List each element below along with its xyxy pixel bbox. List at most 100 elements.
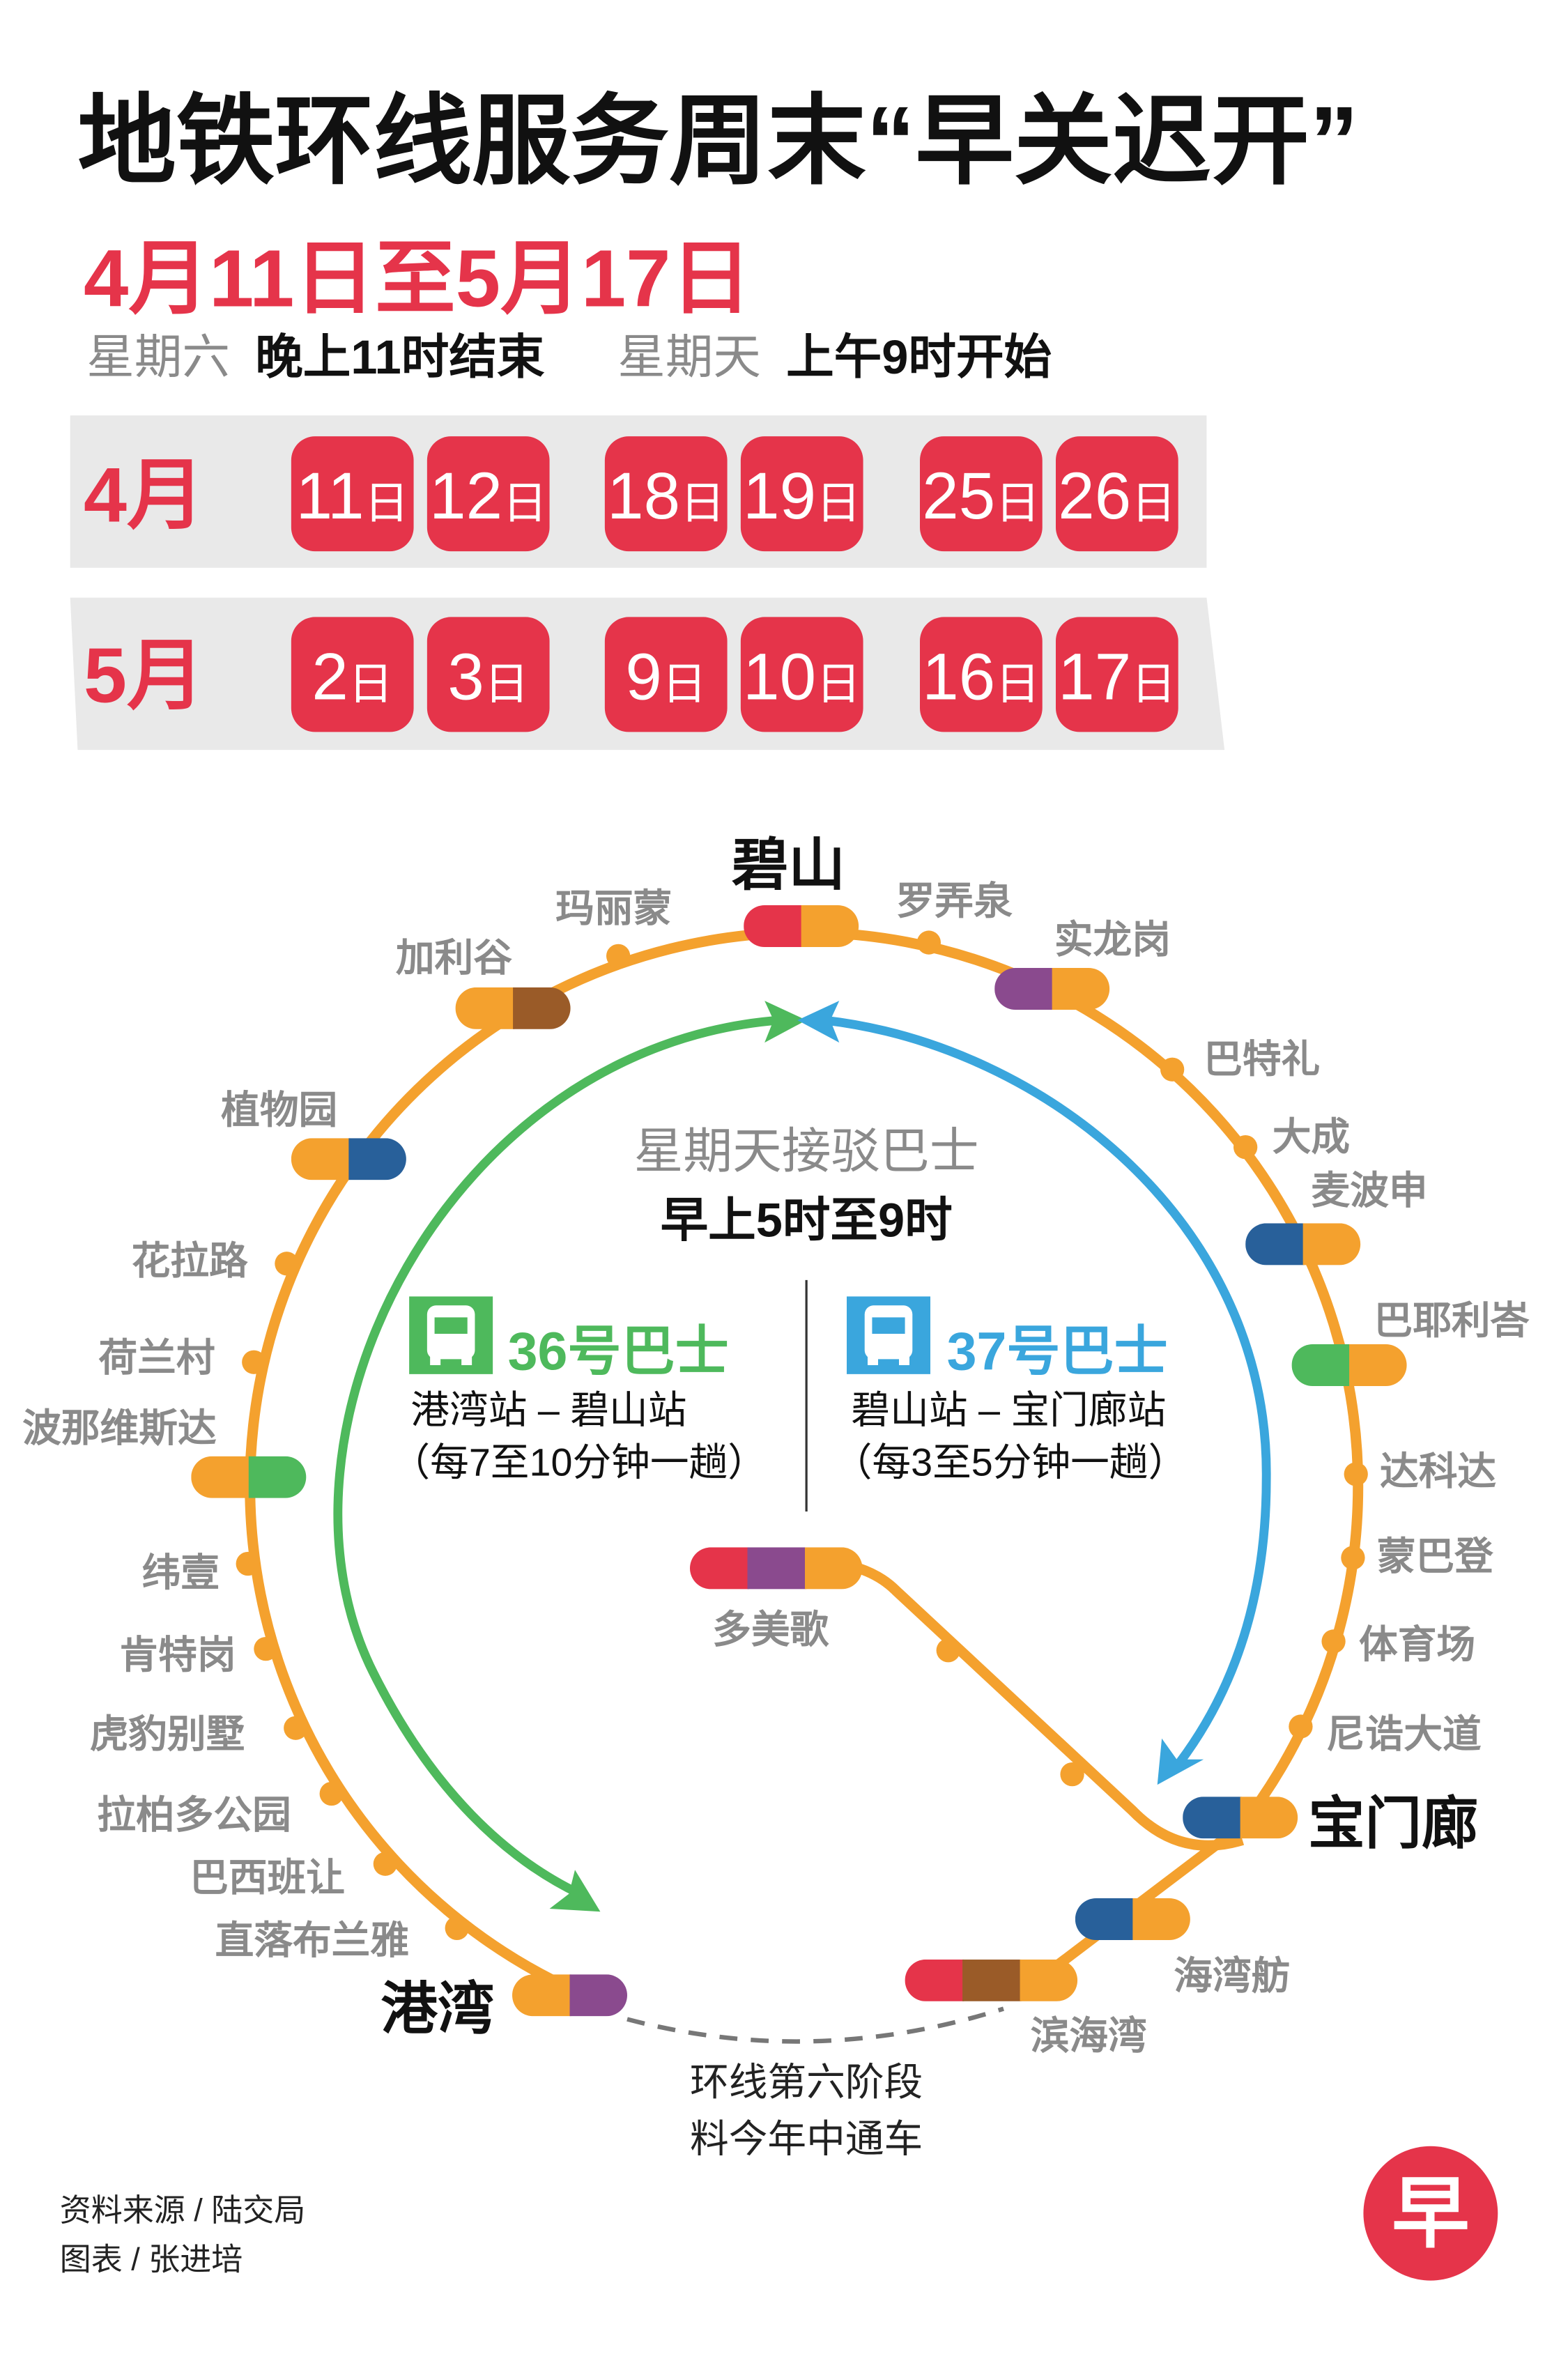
station-label: 虎豹别墅 [90,1713,245,1756]
bus36-name: 36号巴士 [508,1321,729,1381]
major-station-label: 港湾 [381,1977,494,2040]
stage6-note-2: 料今年中通车 [690,2117,923,2160]
station-label: 多美歌 [712,1608,829,1652]
day-number: 3 [447,640,484,713]
date-range: 4月11日至5月17日 [84,233,751,324]
month-label: 4月 [84,451,204,538]
interchange-marker [744,905,859,947]
station-dot [1289,1714,1313,1739]
sunday-label: 星期天 [617,330,761,384]
interchange-marker [455,987,571,1029]
day-number: 10 [743,640,816,713]
graphic-credit: 图表 / 张进培 [60,2242,243,2277]
day-unit: 日 [680,478,725,528]
stage6-note-1: 环线第六阶段 [690,2061,923,2104]
date-pill: 2日 [291,617,414,732]
day-unit: 日 [1131,659,1176,709]
svg-text:19日: 19日 [743,459,861,532]
bus-icon [864,1305,913,1365]
saturday-label: 星期六 [86,330,230,384]
bus37-frequency: （每3至5分钟一趟） [833,1441,1187,1484]
svg-text:10日: 10日 [743,640,861,713]
station-label: 尼诰大道 [1326,1713,1482,1756]
station-dot [275,1252,299,1276]
station-dot [445,1916,469,1940]
day-number: 16 [922,640,995,713]
date-pill: 26日 [1056,436,1178,552]
svg-text:18日: 18日 [607,459,725,532]
circle-line-track [245,927,1364,1996]
svg-text:26日: 26日 [1058,459,1176,532]
saturday-time: 晚上11时结束 [255,330,545,384]
station-label: 罗弄泉 [896,879,1013,923]
day-unit: 日 [364,478,409,528]
day-unit: 日 [816,659,861,709]
station-label: 肯特岗 [119,1633,236,1677]
circle-line-map: 玛丽蒙加利谷植物园花拉路荷兰村波那维斯达纬壹肯特岗虎豹别墅拉柏多公园巴西班让直落… [22,833,1530,2160]
station-label: 麦波申 [1311,1169,1427,1213]
station-dot [1160,1057,1185,1082]
bus-icon [426,1305,475,1365]
zaobao-logo: 早 [1363,2146,1498,2281]
svg-text:11日: 11日 [296,459,409,532]
station-label: 加利谷 [396,936,512,979]
day-number: 2 [312,640,348,713]
station-label: 达科达 [1380,1449,1496,1493]
station-dot [373,1852,397,1876]
station-label: 直落布兰雅 [215,1918,410,1962]
day-number: 12 [429,459,502,532]
day-unit: 日 [1131,478,1176,528]
day-number: 17 [1058,640,1131,713]
bus37-block: 37号巴士 碧山站 – 宝门廊站 （每3至5分钟一趟） [833,1296,1187,1484]
interchange-marker [1183,1797,1298,1839]
day-number: 11 [296,459,364,532]
station-label: 荷兰村 [98,1337,215,1380]
date-pill: 18日 [604,436,728,552]
interchange-marker [291,1138,406,1180]
station-label: 蒙巴登 [1377,1535,1493,1578]
date-pill: 19日 [740,436,863,552]
bus37-arrowhead-top [797,1001,840,1043]
bus37-arrowhead-bottom [1157,1738,1204,1785]
major-station-label: 碧山 [732,833,845,897]
date-pill: 25日 [920,436,1043,552]
date-pill: 9日 [604,617,728,732]
date-pill: 17日 [1056,617,1178,732]
station-dot [1344,1462,1368,1486]
date-pill: 12日 [426,436,550,552]
bus37-route-arrow [824,1015,1271,1765]
bus36-arrowhead-top [764,1001,807,1043]
interchange-marker [690,1547,863,1590]
station-label: 海湾舫 [1174,1955,1290,1998]
day-unit: 日 [816,478,861,528]
station-label: 玛丽蒙 [555,887,672,930]
bus36-route-arrow [333,1015,781,1898]
day-number: 26 [1058,459,1131,532]
date-pill: 3日 [426,617,550,732]
bus36-arrowhead-bottom [549,1870,601,1912]
month-label: 5月 [84,632,204,719]
interchange-marker [1291,1344,1407,1386]
station-label: 实龙岗 [1054,918,1171,962]
major-station-label: 宝门廊 [1308,1792,1478,1856]
svg-text:16日: 16日 [922,640,1040,713]
station-label: 大成 [1273,1115,1350,1158]
station-dot [1233,1135,1258,1160]
station-label: 花拉路 [132,1239,248,1282]
station-dot [1060,1762,1084,1787]
day-number: 25 [922,459,995,532]
sunday-time: 上午9时开始 [786,330,1052,384]
svg-text:3日: 3日 [447,640,529,713]
day-unit: 日 [348,659,393,709]
svg-text:2日: 2日 [312,640,393,713]
interchange-marker [994,968,1110,1010]
station-dot [236,1551,260,1576]
station-dot [606,944,631,968]
day-unit: 日 [995,659,1040,709]
schedule-line: 星期六 晚上11时结束 星期天 上午9时开始 [86,330,1052,384]
svg-text:25日: 25日 [922,459,1040,532]
station-dot [284,1716,308,1740]
branch-line-track [856,1563,1245,1851]
station-dot [936,1638,960,1663]
shuttle-title: 星期天接驳巴士 [634,1123,979,1178]
